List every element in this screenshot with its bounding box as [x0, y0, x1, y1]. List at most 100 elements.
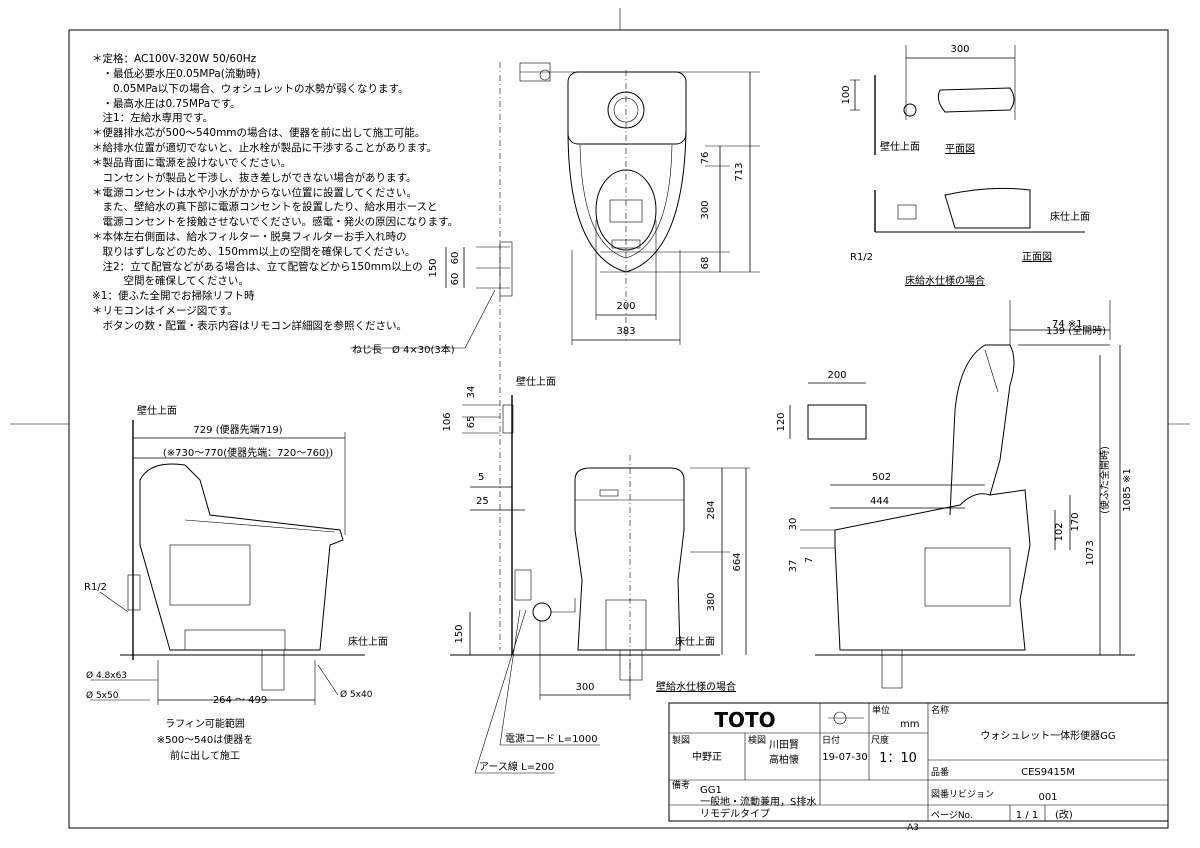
power-cord-label: 電源コード L=1000	[505, 732, 598, 745]
note-line: ＊便器排水芯が500～540mmの場合は、便器を前に出して施工可能。	[92, 126, 425, 139]
dim-phi5-40: Ø 5x40	[340, 689, 373, 700]
toilet-side-body-right	[834, 489, 1031, 651]
front-view-title: 正面図	[1022, 251, 1052, 263]
lafin-note: 前に出して施工	[170, 749, 240, 762]
r12-label: R1/2	[84, 582, 107, 593]
model-value: CES9415M	[1021, 767, 1075, 778]
dim-300: 300	[700, 200, 711, 219]
dim-170: 170	[1070, 512, 1081, 531]
checked-by: 川田賢	[769, 739, 799, 751]
dim-30: 30	[788, 518, 799, 531]
page-label: ページNo.	[931, 811, 973, 821]
note-line: 電源コンセントを接触させないでください。感電・発火の原因になります。	[92, 215, 458, 228]
dim-264: 264 ～ 499	[213, 695, 268, 706]
name-label: 名称	[931, 704, 949, 716]
note-line: ＊製品背面に電源を設けないでください。	[92, 156, 291, 169]
open-lid	[949, 344, 1015, 516]
date-value: 19-07-30	[822, 752, 867, 763]
unit-value: mm	[900, 719, 919, 730]
sheet-size: A3	[907, 823, 919, 833]
right-side-view: 139 (全開時) 74 ※1 502 444 30 37 7 102 170 …	[788, 300, 1135, 689]
wall-supply-title: 壁給水仕様の場合	[656, 680, 736, 693]
dim-74: 74 ※1	[1052, 319, 1083, 330]
dim-106: 106	[442, 412, 453, 431]
remarks-label: 備考	[672, 779, 690, 791]
dim-150: 150	[454, 624, 465, 643]
floor-finish-label: 床仕上面	[1050, 210, 1090, 223]
toilet-side-body	[139, 463, 344, 651]
dim-1085: 1085 ※1	[1122, 468, 1133, 511]
fully-open-label: (便ふた全開時)	[1098, 446, 1111, 514]
dim-300: 300	[950, 44, 969, 55]
supply-valve-icon	[532, 602, 552, 622]
notes-block: ＊定格：AC100V-320W 50/60Hz ・最低必要水圧0.05MPa(流…	[92, 52, 458, 332]
remote-icon	[807, 404, 867, 440]
unit-label: 単位	[872, 704, 890, 716]
drawn-label: 製図	[672, 734, 690, 746]
dim-729: 729 (便器先端719)	[193, 423, 282, 436]
dim-102: 102	[1054, 522, 1065, 541]
remark: リモデルタイプ	[700, 807, 770, 820]
dim-380: 380	[706, 592, 717, 611]
dim-phi5-50: Ø 5x50	[86, 690, 119, 701]
supply-valve-icon	[519, 62, 551, 82]
dim-730: (※730～770(便器先端：720～760))	[163, 446, 333, 459]
dim-1073: 1073	[1085, 540, 1096, 565]
lafin-title: ラフィン可能範囲	[165, 717, 245, 730]
dim-5: 5	[478, 472, 484, 483]
dim-100: 100	[841, 85, 852, 104]
product-name: ウォシュレット一体形便器GG	[980, 729, 1115, 742]
dim-200: 200	[827, 370, 846, 381]
top-view: 76 300 68 713 200 383	[499, 62, 760, 650]
sheet-border	[68, 29, 1169, 829]
note-line: コンセントが製品と干渉し、抜き差しができない場合があります。	[92, 171, 416, 184]
dim-383: 383	[616, 326, 635, 337]
supply-valve-icon	[127, 574, 141, 611]
drawn-by: 中野正	[692, 750, 722, 763]
checked-by: 高柏懐	[769, 753, 799, 766]
sheet-value: (改)	[1055, 808, 1073, 821]
dim-60: 60	[450, 252, 461, 265]
note-line: また、壁給水の真下部に電源コンセントを設置したり、給水用ホースと	[92, 200, 438, 213]
dim-139: 139 (全開時)	[1046, 324, 1106, 337]
dim-200: 200	[616, 301, 635, 312]
dim-150: 150	[428, 258, 439, 277]
model-label: 品番	[931, 766, 949, 778]
revision-label: 図番リビジョン	[931, 788, 994, 800]
date-label: 日付	[822, 735, 840, 746]
lafin-note: ※500～540は便器を	[157, 733, 254, 746]
dim-65: 65	[466, 416, 477, 429]
front-view: 壁仕上面 34 106 65 5 25 床仕上面 150 284 380	[442, 375, 750, 774]
dim-300: 300	[575, 682, 594, 693]
dim-664: 664	[732, 552, 743, 571]
note-line: ボタンの数・配置・表示内容はリモコン詳細図を参照ください。	[92, 319, 407, 332]
tank-outline	[567, 71, 687, 145]
plan-view-title: 平面図	[945, 143, 975, 155]
dim-60: 60	[450, 273, 461, 286]
dim-76: 76	[700, 152, 711, 165]
scale-value: 1：10	[879, 751, 917, 766]
bracket-detail: 150 60 60 ねじ長 Ø 4×30(3本)	[350, 241, 513, 356]
note-line: ・最高水圧は0.75MPaです。	[92, 97, 241, 110]
wall-finish-label: 壁仕上面	[880, 140, 920, 153]
dim-284: 284	[706, 500, 717, 519]
valve-icon	[903, 103, 917, 117]
floor-finish-label: 床仕上面	[348, 635, 388, 648]
dim-713: 713	[734, 162, 745, 181]
dim-25: 25	[476, 496, 489, 507]
floor-finish-label: 床仕上面	[675, 635, 715, 648]
remark: 一般地・流動兼用，S排水	[700, 795, 816, 808]
note-line: 注2：立て配管などがある場合は、立て配管などから150mm以上の	[92, 260, 423, 273]
note-line: ＊定格：AC100V-320W 50/60Hz	[92, 52, 257, 65]
r12-label: R1/2	[850, 252, 873, 263]
brand-logo: TOTO	[714, 708, 775, 732]
note-line: ＊本体左右側面は、給水フィルター・脱臭フィルターお手入れ時の	[92, 230, 407, 243]
page-value: 1 / 1	[1016, 810, 1038, 821]
dim-502: 502	[872, 472, 891, 483]
note-line: ＊リモコンはイメージ図です。	[92, 305, 238, 317]
earth-wire-label: アース線 L=200	[479, 760, 554, 773]
note-line: 注1：左給水専用です。	[92, 111, 213, 124]
wall-finish-label: 壁仕上面	[137, 404, 177, 417]
check-label: 検図	[748, 734, 766, 746]
